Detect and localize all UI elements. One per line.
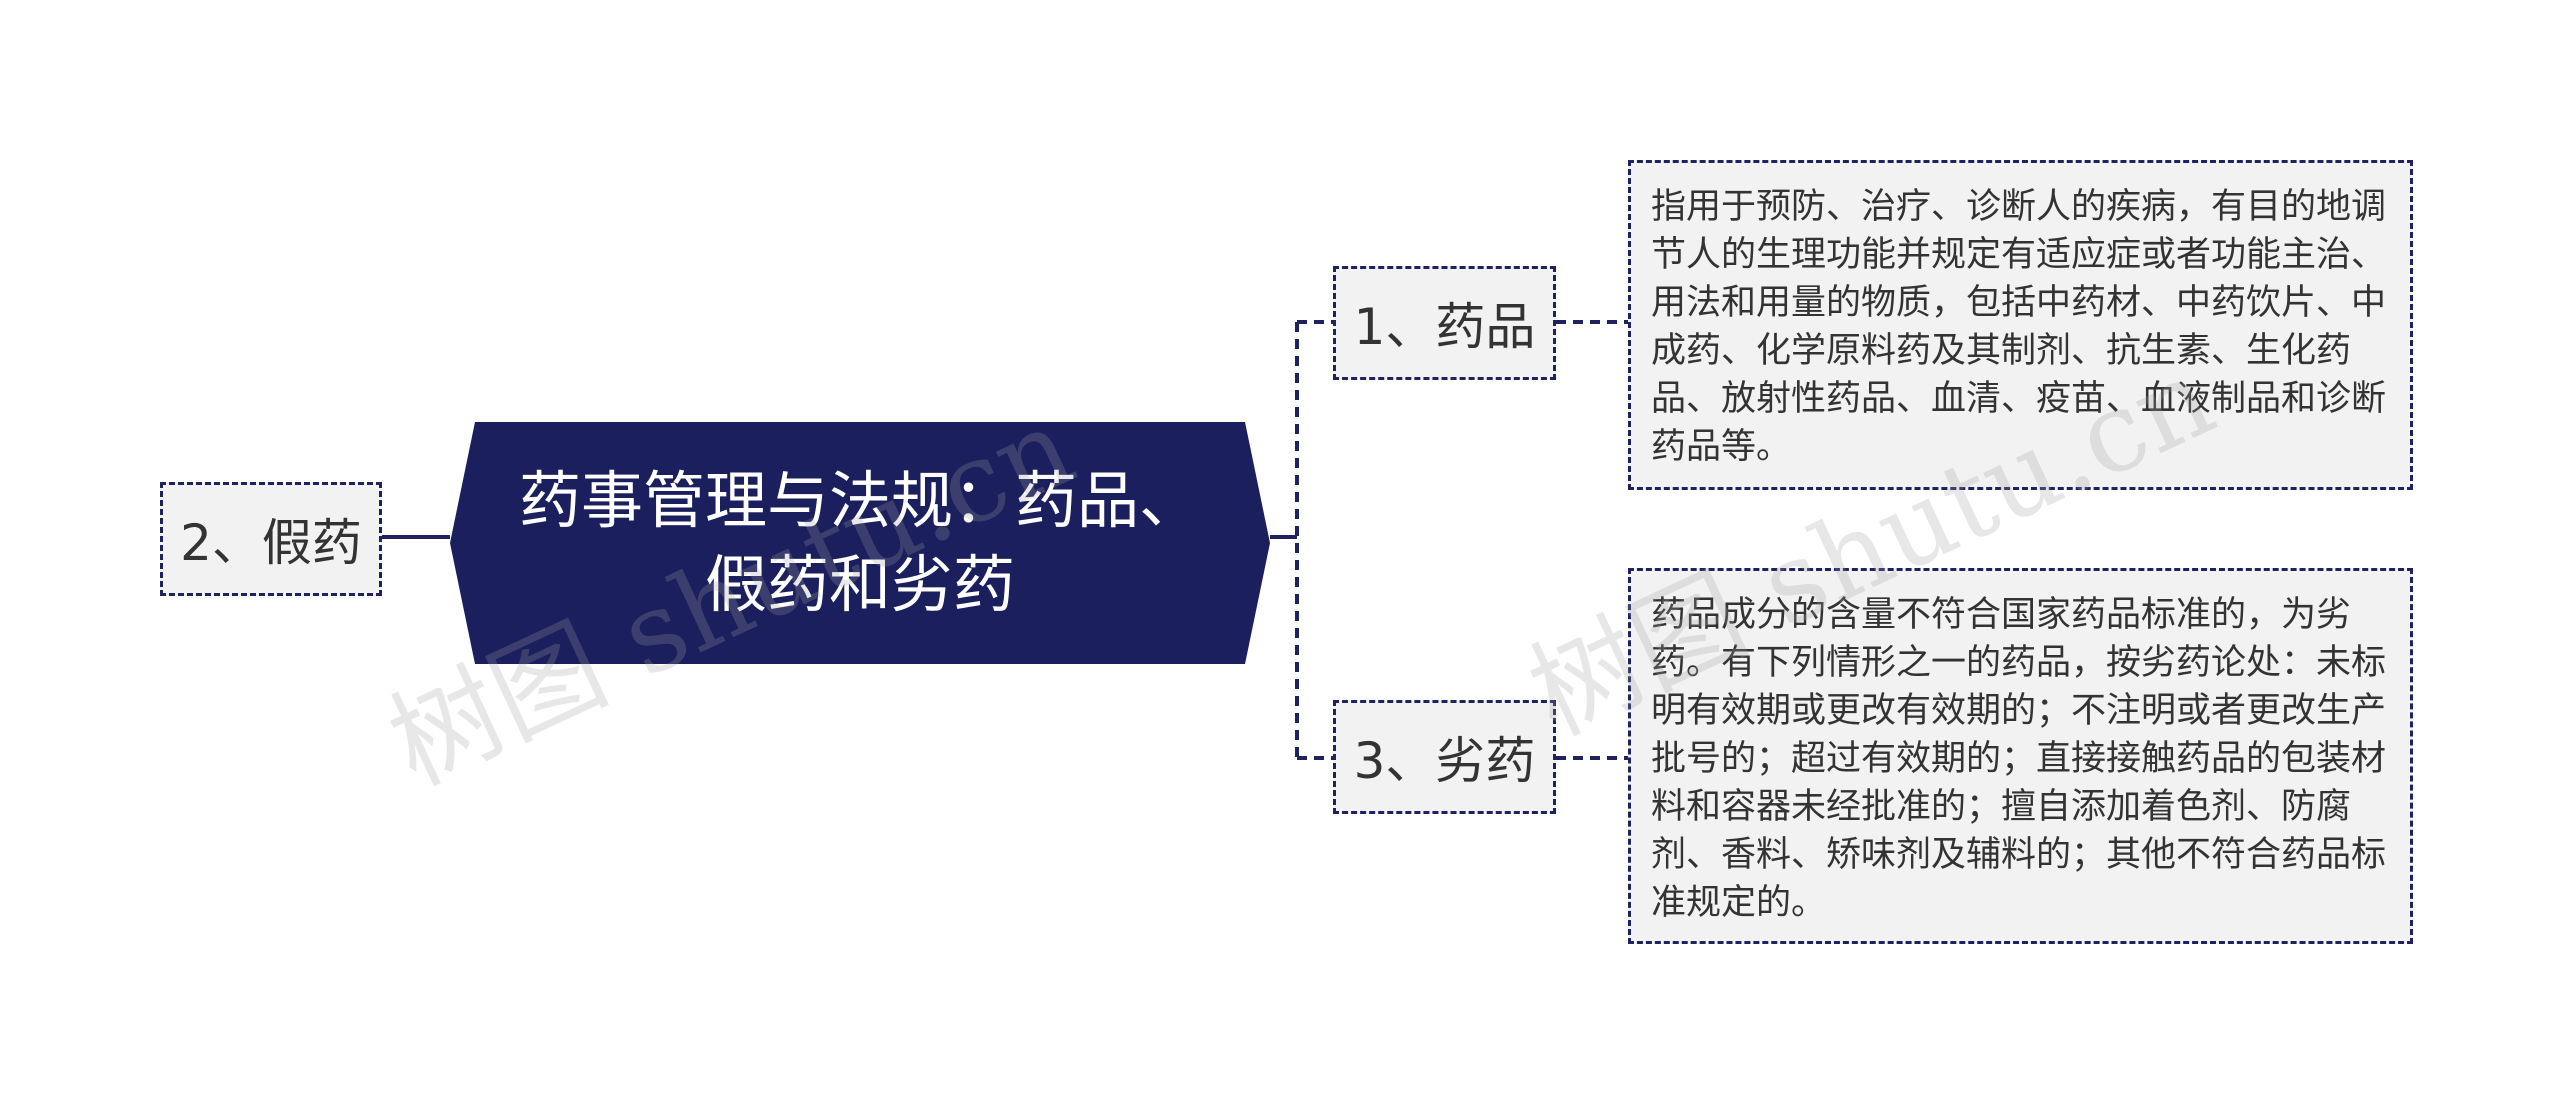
node-inferior-drug-label: 3、劣药 [1353, 732, 1536, 790]
detail-drug-text: 指用于预防、治疗、诊断人的疾病，有目的地调节人的生理功能并规定有适应症或者功能主… [1651, 187, 2387, 467]
central-topic-shape [450, 422, 1270, 664]
node-drug-label: 1、药品 [1353, 298, 1536, 356]
detail-drug-definition[interactable]: 指用于预防、治疗、诊断人的疾病，有目的地调节人的生理功能并规定有适应症或者功能主… [1628, 160, 2413, 490]
central-topic[interactable]: 药事管理与法规：药品、 假药和劣药 [450, 422, 1270, 664]
node-inferior-drug[interactable]: 3、劣药 [1333, 700, 1556, 814]
detail-inferior-drug-definition[interactable]: 药品成分的含量不符合国家药品标准的，为劣药。有下列情形之一的药品，按劣药论处：未… [1628, 568, 2413, 944]
node-drug[interactable]: 1、药品 [1333, 266, 1556, 380]
central-topic-title: 药事管理与法规：药品、 假药和劣药 [518, 464, 1201, 621]
node-fake-drug[interactable]: 2、假药 [160, 482, 382, 596]
detail-inferior-drug-text: 药品成分的含量不符合国家药品标准的，为劣药。有下列情形之一的药品，按劣药论处：未… [1651, 595, 2387, 923]
node-fake-drug-label: 2、假药 [180, 514, 362, 572]
